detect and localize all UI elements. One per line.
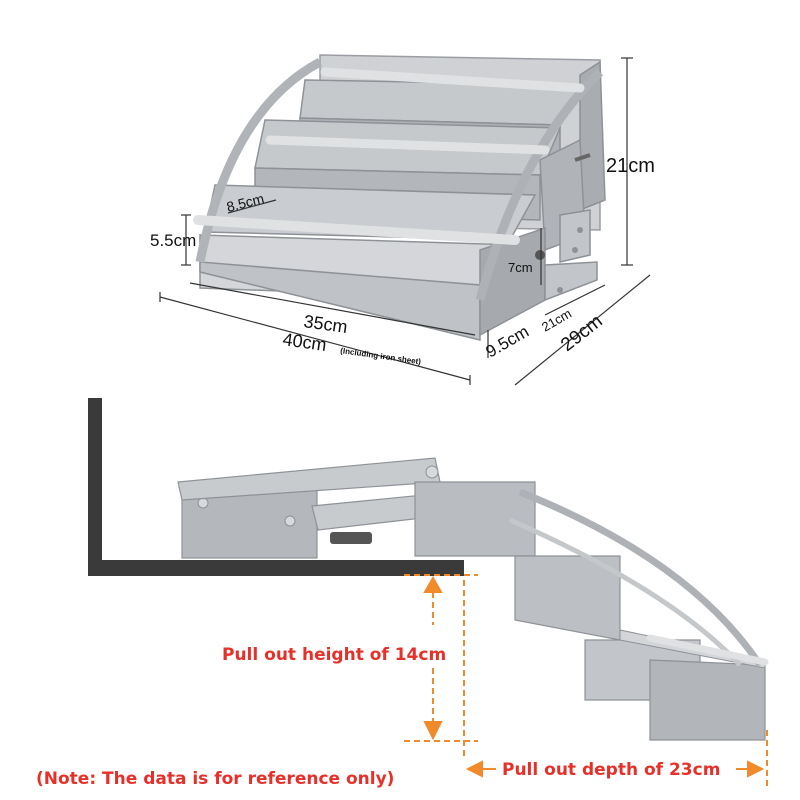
pulled-out-rack [177,457,769,741]
rack-product-view [193,54,606,341]
outer-width-note: (Including iron sheet) [340,346,422,366]
pull-out-height-label: Pull out height of 14cm [222,645,446,665]
top-dimension-lines [159,57,651,386]
lip-height-label: 5.5cm [150,231,196,250]
arrow-down-icon [423,721,443,741]
bracket-height-label: 7cm [508,260,533,275]
pull-out-depth-label: Pull out depth of 23cm [502,760,720,780]
height-label: 21cm [606,155,655,177]
reference-note: (Note: The data is for reference only) [36,769,394,789]
pull-out-guides [404,574,768,790]
cabinet-section [88,398,464,576]
arrow-up-icon [423,575,443,593]
